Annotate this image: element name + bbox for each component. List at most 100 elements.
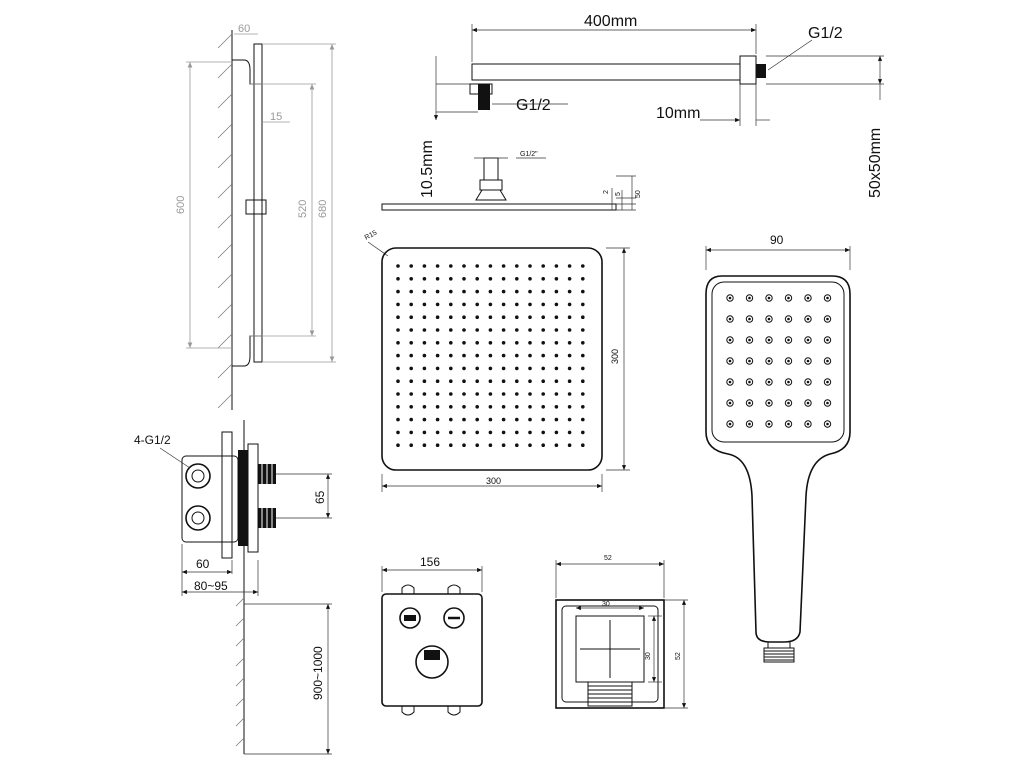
- head-nozzle: [515, 302, 519, 307]
- head-nozzle: [449, 264, 453, 268]
- hand-nozzle: [765, 357, 773, 365]
- head-nozzle: [409, 277, 414, 281]
- head-nozzle: [449, 443, 453, 448]
- head-nozzle: [541, 277, 545, 281]
- head-nozzle: [422, 289, 427, 294]
- head-nozzle: [515, 417, 519, 422]
- head-nozzle: [435, 443, 440, 448]
- hand-nozzle: [726, 336, 734, 344]
- head-nozzle: [554, 302, 559, 307]
- head-nozzle: [435, 277, 440, 281]
- head-nozzle: [528, 353, 532, 358]
- head-nozzle: [462, 302, 466, 307]
- hand-nozzle: [804, 336, 812, 344]
- head-nozzle: [581, 302, 585, 307]
- head-nozzle: [422, 417, 427, 422]
- head-nozzle: [488, 277, 493, 281]
- head-dim-50: 50: [635, 190, 642, 198]
- shower-head-side-view: G1/2" 2 5 50: [381, 151, 642, 211]
- head-nozzle: [475, 315, 480, 320]
- head-nozzle: [501, 328, 506, 332]
- head-nozzle: [475, 443, 480, 448]
- valve-thread-label: 4-G1/2: [134, 433, 171, 447]
- hand-nozzle: [804, 357, 812, 365]
- head-nozzle: [541, 315, 545, 320]
- hand-nozzle-center: [728, 380, 732, 384]
- head-nozzle: [488, 328, 493, 332]
- head-nozzle: [515, 430, 519, 435]
- head-nozzle: [396, 289, 400, 294]
- head-nozzle: [567, 366, 572, 371]
- head-nozzle: [475, 264, 480, 268]
- head-nozzle: [501, 405, 506, 409]
- plate-width-label: 156: [420, 555, 440, 569]
- head-width-label: 300: [486, 476, 501, 486]
- head-nozzle: [541, 417, 545, 422]
- hand-nozzle-center: [748, 317, 751, 321]
- hand-nozzle: [745, 357, 754, 365]
- overhead-shower-selector-button[interactable]: [399, 607, 421, 629]
- valve-depth-label: 60: [196, 557, 210, 571]
- hand-nozzle: [726, 378, 734, 386]
- valve-outlet-lower: [258, 508, 276, 528]
- head-nozzle: [501, 366, 506, 371]
- hand-nozzle-center: [748, 296, 751, 300]
- head-nozzle: [435, 366, 440, 371]
- head-nozzle: [422, 379, 427, 384]
- control-plate-drawing: 156: [381, 555, 483, 716]
- wall-hatching: [217, 33, 233, 409]
- shower-head-front-view: R15 300 300: [364, 230, 630, 492]
- hand-nozzle-center: [767, 422, 771, 426]
- head-nozzle: [581, 264, 585, 268]
- hand-nozzle-center: [748, 380, 751, 384]
- head-nozzle: [396, 392, 400, 396]
- hand-nozzle: [726, 294, 734, 302]
- arm-thread-inlet: G1/2: [516, 97, 551, 114]
- head-nozzle: [515, 379, 519, 384]
- hand-width-label: 90: [770, 233, 784, 247]
- mixing-valve-side-view: 4-G1/2 65 60 80~95 900~1000: [134, 420, 332, 755]
- head-nozzle: [409, 417, 414, 422]
- head-nozzle: [567, 392, 572, 396]
- head-nozzle: [475, 366, 480, 371]
- valve-outlet-upper: [258, 464, 276, 484]
- hand-shower-selector-button[interactable]: [443, 607, 465, 629]
- head-nozzle: [409, 430, 414, 435]
- head-nozzle: [422, 366, 427, 371]
- hand-nozzle: [726, 315, 734, 323]
- head-nozzle: [541, 379, 545, 384]
- head-nozzle: [475, 302, 480, 307]
- head-nozzle: [515, 392, 519, 396]
- head-nozzle: [581, 392, 585, 396]
- temperature-knob[interactable]: [415, 645, 449, 679]
- head-dim-2: 2: [603, 190, 610, 194]
- hand-nozzle-center: [806, 296, 810, 300]
- head-nozzle: [528, 315, 532, 320]
- head-nozzle: [462, 430, 466, 435]
- head-nozzle: [462, 366, 466, 371]
- hand-nozzle-center: [767, 338, 771, 342]
- head-nozzle: [475, 379, 480, 384]
- hand-nozzle-center: [767, 296, 771, 300]
- head-nozzle: [515, 443, 519, 448]
- head-nozzle: [581, 353, 585, 358]
- head-nozzle: [396, 353, 400, 358]
- head-nozzle: [409, 366, 414, 371]
- head-nozzle: [422, 315, 427, 320]
- head-nozzle: [422, 328, 427, 332]
- head-nozzle: [567, 315, 572, 320]
- head-nozzle: [449, 315, 453, 320]
- head-nozzle: [396, 366, 400, 371]
- head-nozzle: [528, 289, 532, 294]
- head-nozzle: [515, 289, 519, 294]
- head-nozzle: [581, 289, 585, 294]
- hand-nozzle-grid: [726, 294, 832, 428]
- head-nozzle: [422, 392, 427, 396]
- head-nozzle: [435, 405, 440, 409]
- valve-range-label: 80~95: [194, 579, 228, 593]
- head-nozzle: [475, 392, 480, 396]
- hand-nozzle: [784, 336, 793, 344]
- head-nozzle: [409, 289, 414, 294]
- hand-nozzle-center: [728, 359, 732, 363]
- head-nozzle: [462, 443, 466, 448]
